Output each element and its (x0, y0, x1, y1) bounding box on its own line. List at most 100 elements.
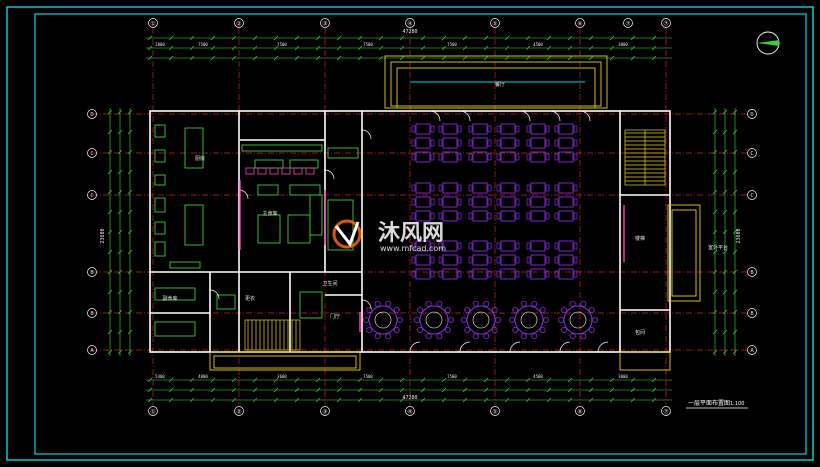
dimension-tick (127, 269, 133, 275)
door-swing (559, 341, 571, 353)
axis-bubble-top (575, 18, 585, 28)
chair (457, 198, 462, 206)
round-table-center (425, 311, 443, 329)
dining-table (415, 196, 431, 208)
dining-table (442, 240, 458, 252)
dimension-tick (273, 35, 279, 41)
dimension-tick (732, 249, 738, 255)
dimension-label-top: 7500 (198, 42, 208, 47)
dimension-tick (732, 149, 738, 155)
chair (438, 198, 443, 206)
dimension-tick (441, 55, 447, 61)
dimension-tick (231, 45, 237, 51)
chair (526, 212, 531, 220)
chair (496, 139, 501, 147)
dimension-tick (378, 387, 384, 393)
chair (573, 198, 578, 206)
chair (438, 242, 443, 250)
kitchen-equipment-unit (154, 321, 196, 337)
round-table (514, 305, 544, 335)
axis-bubble-top (623, 18, 633, 28)
chair (468, 270, 473, 278)
chair (430, 153, 435, 161)
round-chair (491, 307, 498, 314)
dimension-tick (441, 387, 447, 393)
kitchen-equipment-unit (154, 174, 166, 186)
dimension-tick (588, 55, 594, 61)
dimension-tick (147, 35, 153, 41)
dimension-tick (722, 209, 728, 215)
chair (515, 256, 520, 264)
dimension-tick (722, 289, 728, 295)
axis-label-bottom: ⑤ (492, 409, 497, 416)
watermark-url: www.mfcad.com (380, 244, 446, 253)
dimension-tick (588, 397, 594, 403)
chair (430, 184, 435, 192)
dimension-tick (107, 349, 113, 355)
chair (411, 139, 416, 147)
chair (526, 125, 531, 133)
chair (526, 184, 531, 192)
dimension-tick (722, 269, 728, 275)
door-swing (579, 110, 591, 122)
chair (554, 256, 559, 264)
chair (545, 212, 550, 220)
dining-table (500, 196, 516, 208)
dining-table (558, 182, 574, 194)
dining-table (500, 123, 516, 135)
round-table-center (520, 311, 538, 329)
dining-table (500, 182, 516, 194)
dining-table (472, 196, 488, 208)
axis-bubble-right (747, 308, 757, 318)
dimension-tick (127, 349, 133, 355)
chair (487, 212, 492, 220)
axis-label-bottom: ④ (407, 409, 412, 416)
watermark-brand: 沐风网 (378, 221, 444, 246)
dimension-tick (420, 35, 426, 41)
round-chair (393, 326, 400, 333)
axis-bubble-bottom (661, 406, 671, 416)
north-arrow-icon (756, 31, 780, 55)
round-table (563, 305, 593, 335)
dimension-tick (127, 249, 133, 255)
dimension-tick (117, 189, 123, 195)
dimension-tick (294, 45, 300, 51)
chair (526, 139, 531, 147)
axis-bubble-bottom (405, 406, 415, 416)
dimension-tick (546, 35, 552, 41)
axis-label-bottom: ⑦ (663, 409, 668, 416)
dining-table (500, 268, 516, 280)
chair (487, 270, 492, 278)
door-swing (509, 341, 521, 353)
axis-bubble-right (747, 109, 757, 119)
dimension-tick (107, 249, 113, 255)
kitchen-equipment-unit (184, 204, 204, 246)
axis-label-left: B (90, 311, 94, 317)
room-label: 主食库 (262, 210, 277, 217)
round-chair (520, 300, 527, 307)
chair (457, 256, 462, 264)
dimension-tick (712, 109, 718, 115)
dimension-tick (732, 329, 738, 335)
dimension-tick (117, 209, 123, 215)
dimension-tick (712, 129, 718, 135)
dimension-tick (567, 397, 573, 403)
chair (438, 125, 443, 133)
chair (487, 125, 492, 133)
kitchen-equipment-unit (154, 124, 166, 138)
chair (411, 125, 416, 133)
dimension-tick (462, 35, 468, 41)
chair (487, 198, 492, 206)
dimension-tick (117, 129, 123, 135)
dimension-tick (127, 209, 133, 215)
dimension-tick (147, 55, 153, 61)
room-label: 门厅 (330, 313, 340, 320)
dimension-tick (210, 45, 216, 51)
dimension-tick (546, 55, 552, 61)
dimension-tick (147, 397, 153, 403)
dimension-tick (420, 45, 426, 51)
axis-label-top: ④ (407, 21, 412, 28)
dimension-tick (357, 55, 363, 61)
overall-width-bottom: 47280 (402, 395, 417, 401)
axis-label-left: D (90, 112, 93, 118)
